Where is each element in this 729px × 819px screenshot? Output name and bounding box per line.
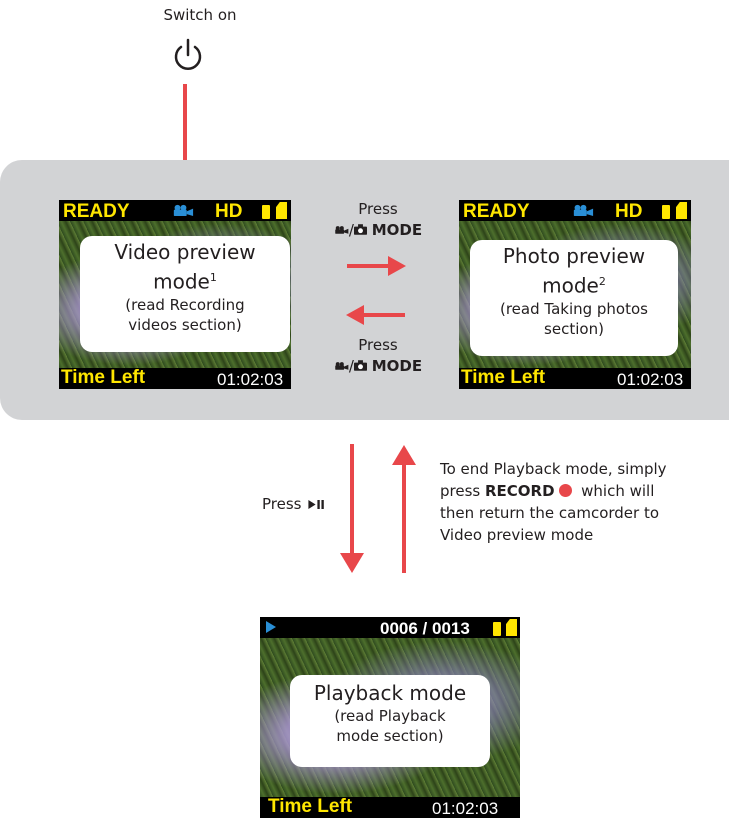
photo-footnote: 2 [598, 275, 606, 288]
photo-mode-note1: (read Taking photos [499, 299, 648, 318]
time-left-value: 01:02:03 [617, 370, 684, 389]
video-camera-icon [335, 362, 349, 370]
video-preview-screen: READY HD Video preview mode1 (read Recor… [59, 200, 291, 389]
file-counter: 0006 / 0013 [380, 619, 470, 638]
screen-top-bar: READY HD [59, 200, 291, 222]
quality-hd: HD [215, 201, 243, 222]
video-camera-icon [335, 226, 349, 234]
press-play-pause: Press [262, 495, 342, 513]
playback-mode-note1: (read Playback [334, 707, 446, 725]
switch-on-label: Switch on [163, 6, 237, 24]
video-mode-title: Video preview [114, 240, 256, 264]
photo-preview-screen: READY HD Photo preview mode2 (read Takin… [459, 200, 691, 389]
photo-preview-bubble: Photo preview mode2 (read Taking photos … [470, 240, 678, 356]
note-line-4: Video preview mode [440, 526, 594, 544]
screen-top-bar: READY HD [459, 200, 691, 222]
video-camera-icon [173, 204, 194, 216]
play-pause-icon [308, 500, 325, 509]
playback-screen: 0006 / 0013 Playback mode (read Playback… [260, 617, 520, 818]
time-left-label: Time Left [461, 367, 546, 388]
arrow-video-to-photo [347, 264, 389, 268]
photo-mode-note2: section) [544, 319, 604, 338]
mode-label: MODE [371, 357, 423, 375]
video-mode-note1: (read Recording [125, 295, 245, 314]
end-playback-note: To end Playback mode, simply press RECOR… [440, 458, 725, 546]
playback-bubble: Playback mode (read Playback mode sectio… [290, 675, 490, 767]
video-camera-icon [573, 204, 594, 216]
battery-icon [662, 205, 670, 219]
quality-hd: HD [615, 201, 643, 222]
arrow-head-left-icon [346, 305, 364, 325]
time-left-value: 01:02:03 [432, 799, 499, 818]
note-after: which will [581, 482, 655, 500]
press-label: Press [358, 200, 398, 218]
screen-bottom-bar: Time Left 01:02:03 [459, 367, 691, 389]
status-ready: READY [463, 201, 530, 222]
arrow-playback-to-video [402, 464, 406, 573]
note-line-3: then return the camcorder to [440, 504, 660, 522]
video-footnote: 1 [209, 271, 217, 284]
video-mode-title2: mode [153, 269, 210, 294]
battery-icon [493, 622, 501, 636]
arrow-head-up-icon [392, 445, 416, 465]
screen-top-bar: 0006 / 0013 [260, 617, 520, 638]
photo-camera-icon [353, 224, 367, 235]
arrow-photo-to-video [363, 313, 405, 317]
memory-card-icon [506, 619, 517, 636]
screen-bottom-bar: Time Left 01:02:03 [260, 796, 520, 818]
note-record: RECORD [485, 482, 555, 500]
status-ready: READY [63, 201, 130, 222]
arrow-head-down-icon [340, 553, 364, 573]
memory-card-icon [276, 202, 287, 219]
photo-mode-title: Photo preview [502, 244, 646, 268]
power-icon [174, 38, 202, 70]
time-left-value: 01:02:03 [217, 370, 284, 389]
time-left-label: Time Left [61, 367, 146, 388]
memory-card-icon [676, 202, 687, 219]
note-press: press [440, 482, 481, 500]
mode-label: MODE [371, 221, 423, 239]
video-preview-bubble: Video preview mode1 (read Recording vide… [80, 236, 290, 352]
arrow-switch-on-to-video [183, 84, 187, 176]
photo-mode-title2: mode [542, 273, 599, 298]
photo-camera-icon [353, 360, 367, 371]
arrow-video-to-playback [350, 444, 354, 556]
time-left-label: Time Left [268, 796, 353, 817]
press-label: Press [262, 495, 302, 513]
record-dot-icon [559, 484, 573, 497]
arrow-head-right-icon [388, 256, 406, 276]
playback-mode-title: Playback mode [313, 681, 467, 705]
video-mode-note2: videos section) [128, 315, 242, 334]
press-label: Press [358, 336, 398, 354]
battery-icon [262, 205, 270, 219]
screen-bottom-bar: Time Left 01:02:03 [59, 367, 291, 389]
playback-mode-note2: mode section) [336, 727, 444, 745]
play-icon [266, 621, 276, 633]
press-mode-to-photo: Press / MODE [312, 200, 444, 239]
note-line-1: To end Playback mode, simply [440, 460, 667, 478]
press-mode-to-video: Press / MODE [312, 336, 444, 375]
